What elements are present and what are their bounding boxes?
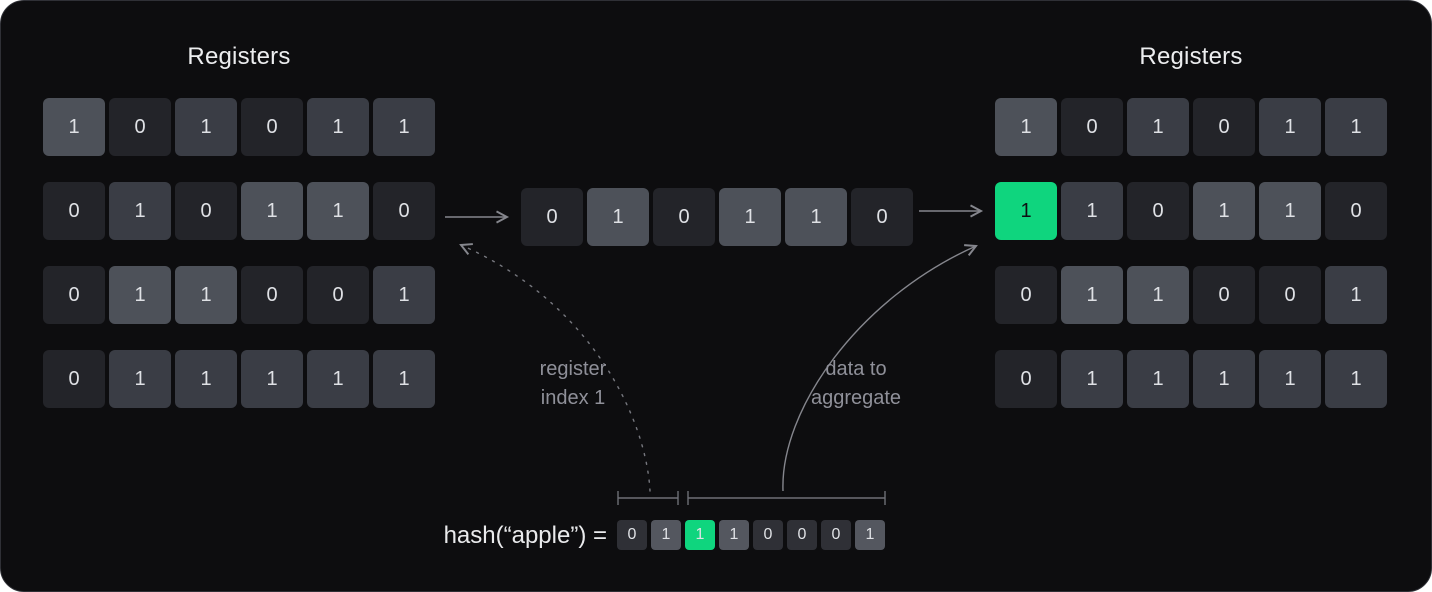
bit-cell: 1 — [241, 182, 303, 240]
index-bits-bracket — [617, 491, 679, 505]
right-registers-title: Registers — [1139, 43, 1243, 70]
bit-cell: 0 — [653, 188, 715, 246]
bit-cell: 1 — [373, 98, 435, 156]
bit-cell: 1 — [785, 188, 847, 246]
bit-cell: 1 — [995, 182, 1057, 240]
bit-cell: 0 — [995, 350, 1057, 408]
bit-cell: 0 — [307, 266, 369, 324]
bit-cell: 1 — [1325, 266, 1387, 324]
bit-cell: 0 — [1193, 266, 1255, 324]
bit-cell: 0 — [521, 188, 583, 246]
data-aggregate-label-line2: aggregate — [810, 387, 902, 409]
bit-cell: 0 — [241, 266, 303, 324]
bit-cell: 1 — [685, 520, 715, 550]
bit-cell: 0 — [175, 182, 237, 240]
bit-cell: 1 — [307, 182, 369, 240]
bit-cell: 1 — [1127, 350, 1189, 408]
bit-cell: 0 — [1193, 98, 1255, 156]
bit-cell: 1 — [1127, 98, 1189, 156]
bit-cell: 1 — [587, 188, 649, 246]
bit-cell: 1 — [175, 350, 237, 408]
bit-cell: 1 — [1127, 266, 1189, 324]
bit-cell: 0 — [753, 520, 783, 550]
bit-cell: 0 — [43, 350, 105, 408]
bit-cell: 1 — [307, 350, 369, 408]
register-index-label: register index 1 — [473, 355, 673, 413]
register-index-label-line2: index 1 — [540, 387, 606, 409]
bit-cell: 1 — [241, 350, 303, 408]
bit-cell: 1 — [307, 98, 369, 156]
bit-cell: 1 — [1325, 98, 1387, 156]
bit-cell: 0 — [787, 520, 817, 550]
bit-cell: 1 — [1061, 266, 1123, 324]
bit-cell: 1 — [1193, 182, 1255, 240]
bit-cell: 0 — [1061, 98, 1123, 156]
bit-cell: 1 — [373, 266, 435, 324]
bit-cell: 0 — [1325, 182, 1387, 240]
data-aggregate-label-line1: data to — [825, 358, 887, 380]
bit-cell: 1 — [373, 350, 435, 408]
bit-cell: 0 — [617, 520, 647, 550]
bit-cell: 1 — [1193, 350, 1255, 408]
bit-cell: 1 — [175, 98, 237, 156]
bit-cell: 0 — [995, 266, 1057, 324]
bit-cell: 1 — [43, 98, 105, 156]
bit-cell: 1 — [995, 98, 1057, 156]
data-bits-bracket — [687, 491, 886, 505]
bit-cell: 0 — [1259, 266, 1321, 324]
bit-cell: 0 — [373, 182, 435, 240]
bit-cell: 0 — [821, 520, 851, 550]
bit-cell: 0 — [109, 98, 171, 156]
bit-cell: 0 — [43, 266, 105, 324]
bit-cell: 0 — [241, 98, 303, 156]
bit-cell: 1 — [1259, 350, 1321, 408]
left-registers-title: Registers — [187, 43, 291, 70]
bit-cell: 1 — [1325, 350, 1387, 408]
bit-cell: 1 — [1061, 350, 1123, 408]
bit-cell: 1 — [719, 188, 781, 246]
bit-cell: 0 — [1127, 182, 1189, 240]
bit-cell: 1 — [1259, 98, 1321, 156]
bit-cell: 0 — [851, 188, 913, 246]
bit-cell: 1 — [109, 350, 171, 408]
bit-cell: 1 — [1259, 182, 1321, 240]
data-aggregate-label: data to aggregate — [756, 355, 956, 413]
bit-cell: 0 — [43, 182, 105, 240]
hash-expression: hash(“apple”) = — [443, 522, 607, 549]
bit-cell: 1 — [1061, 182, 1123, 240]
bit-cell: 1 — [651, 520, 681, 550]
bit-cell: 1 — [109, 182, 171, 240]
bit-cell: 1 — [855, 520, 885, 550]
register-index-label-line1: register — [539, 358, 607, 380]
bit-cell: 1 — [109, 266, 171, 324]
bit-cell: 1 — [175, 266, 237, 324]
bit-cell: 1 — [719, 520, 749, 550]
